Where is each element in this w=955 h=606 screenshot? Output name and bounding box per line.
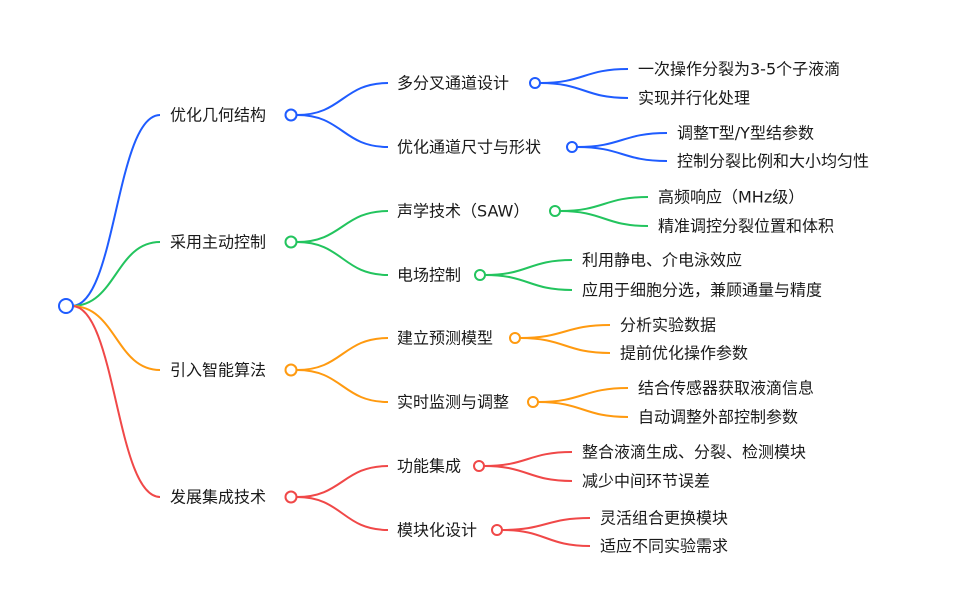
leaf-label[interactable]: 精准调控分裂位置和体积 [658,217,834,236]
leaf-connector [484,274,573,291]
subtopic-connector [296,210,389,243]
leaf-label[interactable]: 分析实验数据 [620,316,716,335]
leaf-label[interactable]: 控制分裂比例和大小均匀性 [677,152,869,171]
leaf-connector [576,132,668,148]
subtopic-label[interactable]: 实时监测与调整 [397,393,509,412]
branch-label[interactable]: 引入智能算法 [170,361,266,380]
leaf-connector [539,82,629,99]
leaf-label[interactable]: 减少中间环节误差 [582,472,710,491]
leaf-label[interactable]: 提前优化操作参数 [620,344,748,363]
leaf-connector [559,210,649,227]
subtopic-connector [296,114,389,148]
collapse-toggle-icon[interactable] [509,332,521,344]
subtopic-label[interactable]: 优化通道尺寸与形状 [397,138,541,157]
leaf-label[interactable]: 调整T型/Y型结参数 [677,124,814,143]
collapse-toggle-icon[interactable] [491,524,503,536]
leaf-label[interactable]: 高频响应（MHz级） [658,188,804,207]
subtopic-connector [296,496,389,531]
collapse-toggle-icon[interactable] [473,460,485,472]
collapse-toggle-icon[interactable] [529,77,541,89]
leaf-connector [483,465,573,482]
leaf-connector [501,529,591,547]
collapse-toggle-icon[interactable] [474,269,486,281]
branch-connector [71,305,161,498]
subtopic-label[interactable]: 电场控制 [397,266,461,285]
collapse-toggle-icon[interactable] [284,363,298,377]
collapse-toggle-icon[interactable] [549,205,561,217]
leaf-label[interactable]: 一次操作分裂为3-5个子液滴 [638,60,840,79]
subtopic-connector [296,337,389,371]
collapse-toggle-icon[interactable] [284,108,298,122]
leaf-connector [559,196,649,212]
root-node-icon[interactable] [58,298,74,314]
leaf-connector [539,68,629,84]
leaf-label[interactable]: 利用静电、介电泳效应 [582,251,742,270]
collapse-toggle-icon[interactable] [284,490,298,504]
subtopic-label[interactable]: 声学技术（SAW） [397,202,529,221]
collapse-toggle-icon[interactable] [527,396,539,408]
subtopic-connector [296,82,389,116]
branch-connector [71,305,161,371]
subtopic-connector [296,241,389,276]
branch-connector [71,114,161,307]
leaf-connector [576,146,668,162]
leaf-label[interactable]: 整合液滴生成、分裂、检测模块 [582,443,806,462]
branch-label[interactable]: 采用主动控制 [170,233,266,252]
branch-label[interactable]: 优化几何结构 [170,106,266,125]
leaf-label[interactable]: 适应不同实验需求 [600,537,728,556]
collapse-toggle-icon[interactable] [284,235,298,249]
leaf-connector [501,517,591,531]
leaf-connector [537,387,629,403]
leaf-label[interactable]: 结合传感器获取液滴信息 [638,379,814,398]
subtopic-connector [296,465,389,498]
subtopic-label[interactable]: 模块化设计 [397,521,477,540]
subtopic-label[interactable]: 功能集成 [397,457,461,476]
leaf-connector [483,451,573,467]
collapse-toggle-icon[interactable] [566,141,578,153]
subtopic-label[interactable]: 建立预测模型 [397,329,493,348]
leaf-label[interactable]: 灵活组合更换模块 [600,509,728,528]
leaf-connector [537,401,629,418]
subtopic-label[interactable]: 多分叉通道设计 [397,74,509,93]
leaf-label[interactable]: 实现并行化处理 [638,89,750,108]
leaf-label[interactable]: 自动调整外部控制参数 [638,408,798,427]
branch-label[interactable]: 发展集成技术 [170,488,266,507]
leaf-label[interactable]: 应用于细胞分选，兼顾通量与精度 [582,281,822,300]
leaf-connector [519,324,611,339]
leaf-connector [519,337,611,354]
branch-connector [71,241,161,307]
leaf-connector [484,259,573,276]
subtopic-connector [296,369,389,403]
